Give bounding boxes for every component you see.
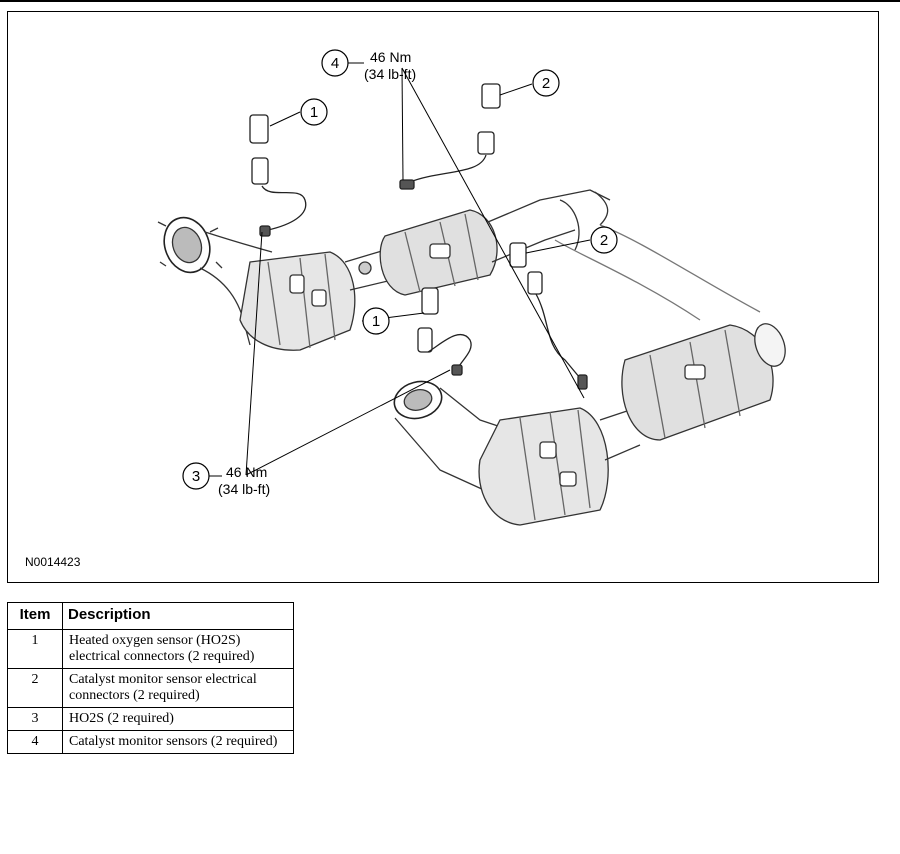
row-description: HO2S (2 required)	[62, 707, 294, 731]
callout-1-upper: 1	[300, 98, 328, 126]
svg-text:3: 3	[192, 468, 200, 485]
callout-1-lower: 1	[362, 307, 390, 335]
table-row: 4 Catalyst monitor sensors (2 required)	[7, 730, 294, 754]
row-item: 3	[7, 707, 63, 731]
row-item: 2	[7, 668, 63, 708]
table-row: 2 Catalyst monitor sensor electrical con…	[7, 668, 294, 708]
row-description: Catalyst monitor sensors (2 required)	[62, 730, 294, 754]
table-row: 3 HO2S (2 required)	[7, 707, 294, 731]
sensor-wiring	[249, 83, 588, 390]
svg-text:1: 1	[372, 313, 380, 330]
table-header-row: Item Description	[7, 602, 294, 630]
svg-text:1: 1	[310, 104, 318, 121]
svg-text:2: 2	[542, 75, 550, 92]
callout-2-lower: 2	[590, 226, 618, 254]
callout-4-torque-nm: 46 Nm	[370, 49, 411, 65]
svg-text:2: 2	[600, 232, 608, 249]
top-rule	[0, 0, 900, 2]
left-bank-catalyst-assembly	[157, 189, 761, 351]
header-description: Description	[62, 602, 294, 630]
callout-4-torque-lbft: (34 lb-ft)	[364, 66, 416, 82]
figure-id: N0014423	[25, 555, 81, 569]
row-description: Catalyst monitor sensor electrical conne…	[62, 668, 294, 708]
callout-4: 4 46 Nm (34 lb-ft)	[321, 49, 416, 82]
row-item: 1	[7, 629, 63, 669]
svg-text:4: 4	[331, 55, 339, 72]
header-item: Item	[7, 602, 63, 630]
callout-3-torque-lbft: (34 lb-ft)	[218, 481, 270, 497]
callout-3-torque-nm: 46 Nm	[226, 464, 267, 480]
callout-2-upper: 2	[532, 69, 560, 97]
callout-3: 3 46 Nm (34 lb-ft)	[182, 462, 270, 497]
row-item: 4	[7, 730, 63, 754]
item-description-table: Item Description 1 Heated oxygen sensor …	[7, 602, 294, 754]
right-bank-catalyst-assembly	[393, 323, 786, 526]
exhaust-sensor-diagram: 1 1 2 2 3 46 Nm (34 lb-ft) 4 46 Nm (34 l…	[25, 49, 786, 569]
table-row: 1 Heated oxygen sensor (HO2S) electrical…	[7, 629, 294, 669]
row-description: Heated oxygen sensor (HO2S) electrical c…	[62, 629, 294, 669]
figure-frame	[7, 11, 879, 583]
